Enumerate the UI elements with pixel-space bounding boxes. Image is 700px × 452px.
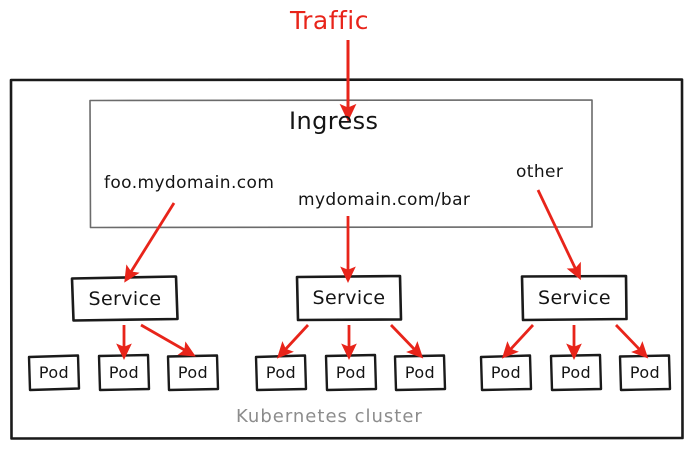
pod-box-3 [166, 354, 220, 392]
ingress-boundary [89, 99, 593, 229]
pod-box-7 [479, 354, 533, 392]
service-box-right [520, 274, 628, 322]
route-label-foo: foo.mydomain.com [104, 173, 275, 193]
pod-box-4 [254, 354, 308, 392]
pod-box-9 [618, 354, 672, 392]
traffic-label: Traffic [290, 6, 369, 35]
cluster-boundary [9, 78, 684, 440]
arrow-foo-to-service-left [124, 202, 176, 283]
arrow-service-left-to-pod-3 [140, 323, 196, 357]
pod-box-2 [97, 353, 151, 392]
pod-box-8 [549, 353, 603, 392]
ingress-label: Ingress [289, 107, 379, 135]
arrow-service-right-to-pod-9 [614, 324, 649, 359]
cluster-caption: Kubernetes cluster [236, 406, 423, 427]
service-box-middle [295, 274, 403, 322]
route-label-other: other [516, 162, 564, 182]
arrow-service-right-to-pod-7 [501, 324, 535, 359]
pod-box-6 [393, 354, 447, 392]
pod-box-5 [324, 353, 378, 392]
arrow-service-middle-to-pod-6 [389, 324, 424, 359]
pod-box-1 [27, 354, 81, 392]
arrow-service-middle-to-pod-4 [276, 324, 310, 359]
arrow-other-to-service-right [536, 189, 581, 281]
route-label-bar: mydomain.com/bar [298, 190, 471, 210]
service-box-left [70, 275, 179, 322]
